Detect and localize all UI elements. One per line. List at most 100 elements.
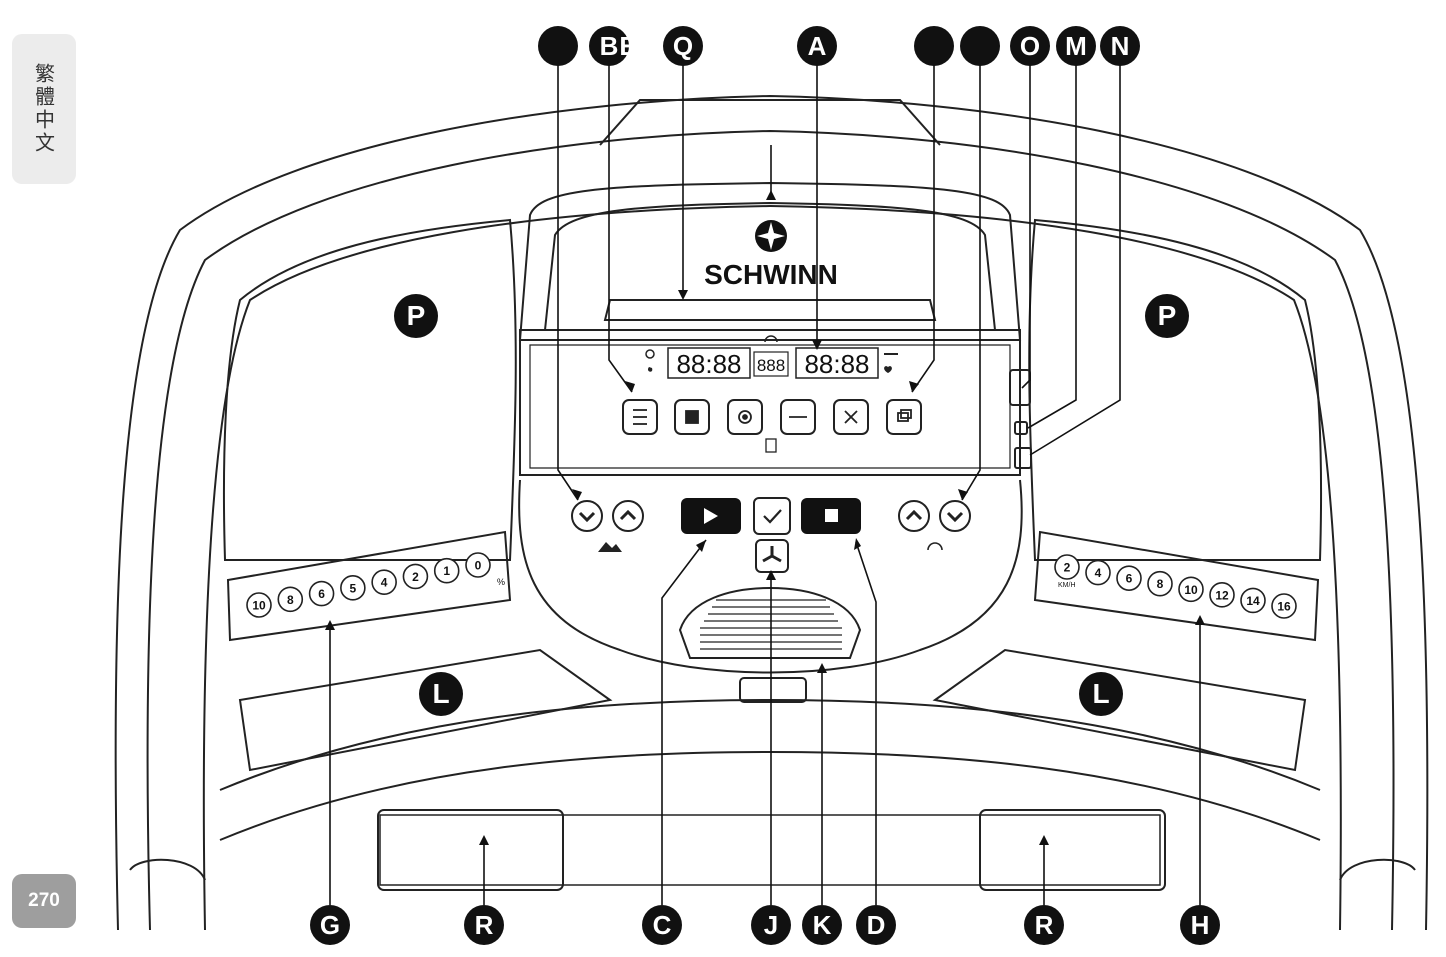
quick-key[interactable]: 6: [308, 580, 335, 607]
callout-letter: F: [642, 31, 658, 61]
callout-bottom-r-right: R: [1024, 905, 1064, 945]
page-number: 270: [12, 874, 76, 928]
callout-p-right: P: [1145, 294, 1189, 338]
speed-down-button[interactable]: [939, 500, 971, 532]
callout-p-left: P: [394, 294, 438, 338]
callout-top-f: F: [642, 31, 658, 61]
callout-letter: O: [1020, 31, 1040, 61]
quick-key[interactable]: 8: [277, 586, 304, 613]
check-icon: [763, 509, 782, 524]
callout-top-q: Q: [663, 26, 703, 66]
callout-letter: L: [432, 678, 449, 709]
callout-top-n: N: [1100, 26, 1140, 66]
quick-key-label: 2: [1064, 561, 1071, 575]
quick-key[interactable]: 8: [1147, 570, 1173, 597]
quick-key-label: 10: [1184, 583, 1198, 597]
console-frame: [114, 94, 1429, 931]
quick-key[interactable]: 5: [340, 575, 366, 601]
leader-lines: [329, 60, 1201, 905]
quick-key[interactable]: 10: [246, 592, 272, 618]
callout-bottom-d: D: [856, 905, 896, 945]
quick-key[interactable]: 6: [1116, 565, 1142, 591]
callout-letter: P: [407, 300, 426, 331]
clipboard-icon: [765, 438, 777, 453]
callout-bottom-h: H: [1180, 905, 1220, 945]
save-icon: [685, 410, 699, 424]
callout-letter: L: [1092, 678, 1109, 709]
confirm-button[interactable]: [753, 497, 791, 535]
callout-top-a: A: [797, 26, 837, 66]
target-icon: [738, 410, 752, 424]
callout-bottom-c: C: [642, 905, 682, 945]
language-tab-label: 繁體中文: [31, 63, 56, 155]
quick-key-label: 10: [252, 599, 266, 613]
quick-key[interactable]: 0: [465, 552, 491, 578]
play-icon: [704, 508, 718, 524]
callout-top-blank-3: [960, 26, 1000, 66]
settings-icon: [633, 409, 647, 425]
quick-key[interactable]: 4: [1085, 559, 1111, 586]
speed-icon: [927, 542, 943, 551]
callout-top-blank-1: [538, 26, 578, 66]
brand-logo: SCHWINN: [704, 220, 838, 290]
window-icon: [897, 409, 912, 422]
callout-letter: C: [653, 910, 672, 940]
quick-key-label: 4: [1095, 566, 1102, 580]
quick-key[interactable]: 2: [1054, 554, 1080, 580]
callout-letter: R: [475, 910, 494, 940]
callout-letter: R: [1035, 910, 1054, 940]
quick-key[interactable]: 1: [433, 557, 460, 584]
quick-key[interactable]: 4: [371, 569, 397, 595]
incline-unit: %: [497, 577, 505, 587]
callout-letter: M: [1065, 31, 1087, 61]
quick-key-label: 6: [318, 587, 325, 601]
quick-key[interactable]: 16: [1271, 593, 1297, 619]
stop-icon: [825, 509, 838, 522]
callout-letter: N: [1111, 31, 1130, 61]
callout-l-right: L: [1079, 672, 1123, 716]
brand-name: SCHWINN: [704, 259, 838, 290]
quick-key[interactable]: 10: [1178, 576, 1204, 603]
callout-bottom-j: J: [751, 905, 791, 945]
callout-letter: D: [867, 910, 886, 940]
display-right: 88:88: [804, 349, 869, 379]
callout-letter: J: [764, 910, 778, 940]
speed-unit: KM/H: [1058, 582, 1076, 589]
incline-icon: [598, 542, 622, 552]
lcd-display: 88:88 888 88:88: [645, 335, 898, 379]
callout-letter: A: [808, 31, 827, 61]
callout-letter: K: [813, 910, 832, 940]
callout-letter: P: [1158, 300, 1177, 331]
quick-key-label: 0: [475, 559, 482, 573]
quick-key-label: 6: [1126, 572, 1133, 586]
quick-key-label: 5: [350, 581, 357, 595]
function-buttons: [622, 399, 922, 435]
quick-key[interactable]: 2: [402, 563, 429, 590]
calorie-icon: [647, 367, 653, 372]
incline-up-button[interactable]: [612, 500, 644, 532]
display-center: 888: [757, 356, 785, 375]
quick-key-label: 1: [443, 564, 450, 578]
callout-bottom-k: K: [802, 905, 842, 945]
quick-key[interactable]: 14: [1240, 587, 1266, 614]
callout-top-blank-2: [914, 26, 954, 66]
callout-l-left: L: [419, 672, 463, 716]
callout-letter: E: [619, 31, 636, 61]
language-tab: 繁體中文: [12, 34, 76, 184]
quick-key[interactable]: 12: [1209, 582, 1235, 608]
quick-key-label: 8: [287, 593, 294, 607]
speed-up-button[interactable]: [898, 500, 930, 532]
callout-top-e: E: [619, 31, 636, 61]
speed-gauge-icon: [764, 335, 778, 343]
quick-key-label: 12: [1215, 588, 1229, 602]
display-left: 88:88: [676, 349, 741, 379]
callout-letter: H: [1191, 910, 1210, 940]
control-buttons: [571, 438, 971, 573]
quick-key-label: 2: [412, 570, 419, 584]
program-button[interactable]: [886, 399, 922, 435]
incline-down-button[interactable]: [571, 500, 603, 532]
